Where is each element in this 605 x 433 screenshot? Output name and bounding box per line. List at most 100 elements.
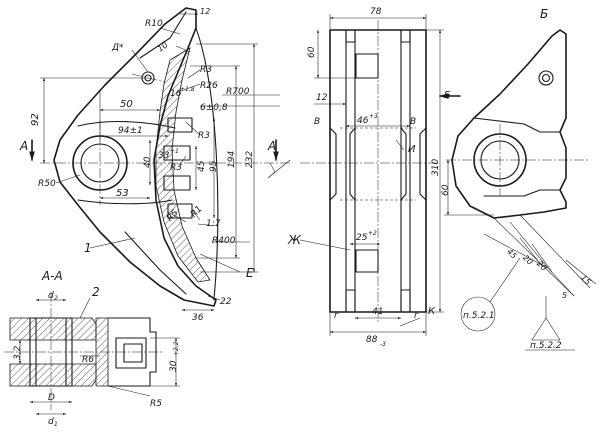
label-5: 5 — [562, 291, 567, 300]
label-r400: R400 — [212, 236, 236, 246]
label-45: 45 — [197, 160, 207, 172]
label-20a: 20 — [521, 253, 535, 267]
side-bevel-1 — [329, 127, 337, 201]
front-tooth-3 — [163, 175, 191, 191]
label-arrow-b: Б — [444, 90, 451, 101]
section-left-lower — [9, 363, 97, 387]
section-a-a-labels: А-А 2 d 2 3,2 R6 D d 1 R5 30 +2,2 — [13, 269, 180, 428]
label-92: 92 — [30, 113, 41, 126]
label-cut-a-left: А — [19, 139, 28, 153]
leader-r10 — [159, 27, 181, 35]
label-v-left: В — [314, 117, 320, 127]
cut-line-zigzag — [267, 159, 291, 179]
label-88-tol: -3 — [380, 341, 386, 348]
leader-zh — [299, 239, 351, 251]
label-cut-a-right: А — [267, 139, 276, 153]
front-tooth-2 — [163, 145, 191, 161]
label-78: 78 — [370, 7, 382, 17]
leader-17 — [197, 223, 219, 227]
ext-diag-2 — [519, 214, 591, 289]
label-45-r: 45 — [505, 247, 519, 261]
label-16: 16 — [170, 89, 182, 99]
label-46-tol: +3 — [369, 113, 378, 120]
label-d1: d — [48, 417, 54, 427]
leader-r26 — [177, 83, 201, 93]
label-note-1: п.5.2.1 — [463, 311, 495, 321]
label-e: Е — [246, 266, 254, 280]
front-arm-line-2 — [124, 231, 187, 295]
label-20b: 20 — [535, 259, 549, 273]
label-part-2: 2 — [92, 285, 100, 299]
leader-10 — [175, 45, 191, 53]
leader-r3c — [179, 155, 187, 166]
leader-k — [399, 317, 421, 327]
label-r3a: R3 — [200, 65, 212, 75]
label-r26: R26 — [200, 81, 218, 91]
label-part-1: 1 — [84, 241, 92, 255]
side-bevel-4 — [400, 127, 407, 201]
dim-line-20b — [531, 243, 553, 273]
note-1-circle — [460, 296, 496, 332]
label-r50: R50 — [38, 179, 56, 189]
front-arm-line — [139, 11, 187, 59]
label-30-tol: +2,2 — [173, 341, 180, 356]
label-10: 10 — [156, 40, 170, 53]
front-tooth-4 — [167, 203, 193, 219]
view-b — [444, 29, 597, 351]
label-41: 41 — [372, 307, 383, 317]
label-r6: R6 — [82, 355, 94, 365]
label-33-tol: +1 — [170, 148, 179, 155]
view-b-rib-top — [473, 117, 561, 133]
side-view — [299, 14, 461, 336]
label-d1-sub: 1 — [54, 421, 58, 428]
label-25: 25 — [356, 233, 368, 243]
leader-22 — [207, 295, 221, 301]
leader-r50 — [55, 174, 81, 184]
view-b-small-hole-inner — [541, 73, 551, 83]
side-notch-top — [345, 29, 356, 43]
side-notch-top-r — [400, 29, 411, 43]
label-16-tol: +1,8 — [180, 86, 195, 93]
label-22: 22 — [220, 297, 232, 307]
label-k: К — [428, 306, 436, 317]
label-88: 88 — [366, 335, 378, 345]
leader-r5b — [107, 385, 151, 397]
label-32: 3,2 — [13, 345, 23, 360]
side-bevel-3 — [349, 127, 356, 201]
label-94: 94±1 — [118, 126, 143, 136]
label-section: А-А — [41, 269, 63, 283]
label-zh: Ж — [287, 233, 302, 247]
leader-d — [131, 49, 149, 73]
label-i: И — [408, 144, 416, 155]
label-310: 310 — [431, 159, 441, 176]
label-12-top: 12 — [200, 7, 210, 16]
label-33: 33 — [158, 151, 170, 161]
label-6: 6±0,8 — [200, 103, 228, 113]
front-right-arc — [195, 27, 219, 301]
section-inner-slot — [115, 337, 147, 369]
label-r10: R10 — [145, 19, 163, 29]
leader-part-1 — [89, 237, 136, 249]
leader-part-2 — [79, 297, 91, 319]
side-notch-bot-r — [400, 289, 411, 313]
leader-note-1 — [489, 257, 521, 303]
label-r1: R1 — [189, 204, 205, 220]
label-15: 15 — [579, 273, 593, 287]
label-36: 36 — [192, 313, 204, 323]
label-25-tol: +2 — [368, 230, 377, 237]
label-view-b: Б — [540, 7, 548, 21]
label-194: 194 — [227, 151, 237, 168]
leader-r3b — [185, 121, 201, 136]
label-60-right: 60 — [441, 184, 451, 196]
section-a-a — [4, 292, 180, 415]
leader-i — [395, 139, 405, 151]
label-46: 46 — [357, 116, 369, 126]
front-hole-centerline — [131, 73, 166, 83]
label-60-top: 60 — [307, 46, 317, 58]
label-40: 40 — [143, 156, 153, 168]
label-r700: R700 — [226, 87, 250, 97]
side-view-labels: 78 60 12 В В 46 +3 Б И 310 25 +2 Ж г г 4… — [287, 7, 451, 348]
ext-diag-1 — [493, 217, 575, 297]
label-95: 95 — [209, 160, 219, 172]
label-d2-sub: 2 — [54, 295, 58, 302]
